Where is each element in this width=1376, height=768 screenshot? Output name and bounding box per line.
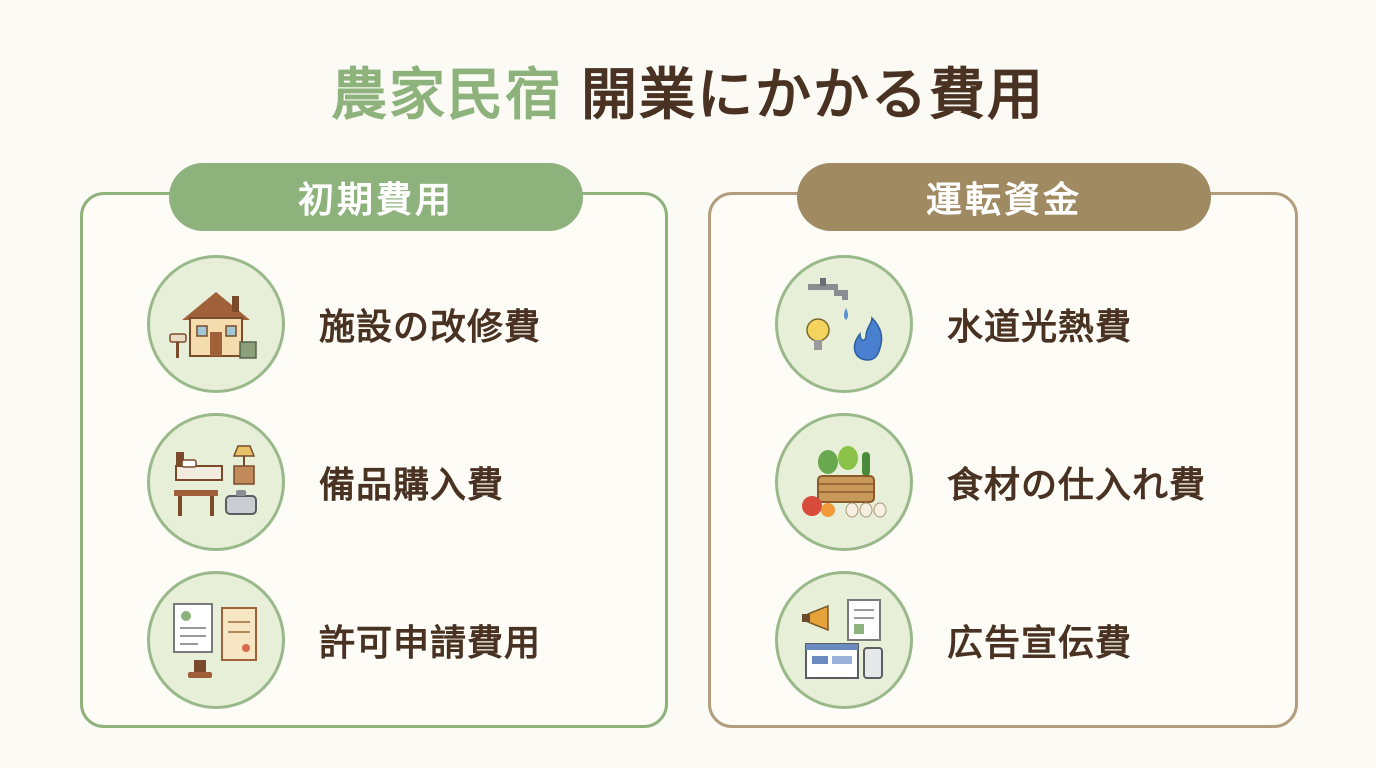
utilities-icon: [775, 255, 913, 393]
item-label: 備品購入費: [319, 465, 505, 506]
item-label: 施設の改修費: [319, 307, 542, 348]
permit-document-icon: [147, 571, 285, 709]
house-renovation-icon: [147, 255, 285, 393]
list-item: 許可申請費用: [147, 569, 647, 711]
advertising-icon: [775, 571, 913, 709]
initial-costs-heading: 初期費用: [169, 163, 583, 231]
list-item: 食材の仕入れ費: [775, 411, 1275, 553]
item-label: 食材の仕入れ費: [947, 465, 1207, 506]
list-item: 施設の改修費: [147, 253, 647, 395]
item-label: 許可申請費用: [319, 623, 542, 664]
list-item: 水道光熱費: [775, 253, 1275, 395]
operating-funds-panel: 運転資金 水道光熱費: [708, 163, 1298, 728]
operating-funds-heading: 運転資金: [797, 163, 1211, 231]
initial-costs-panel: 初期費用 施設の改修費: [80, 163, 668, 728]
title-main: 開業にかかる費用: [581, 63, 1045, 128]
page-title: 農家民宿開業にかかる費用: [0, 50, 1376, 131]
list-item: 備品購入費: [147, 411, 647, 553]
item-label: 水道光熱費: [947, 307, 1133, 348]
list-item: 広告宣伝費: [775, 569, 1275, 711]
furniture-icon: [147, 413, 285, 551]
item-label: 広告宣伝費: [947, 623, 1133, 664]
groceries-basket-icon: [775, 413, 913, 551]
title-accent: 農家民宿: [331, 63, 563, 128]
